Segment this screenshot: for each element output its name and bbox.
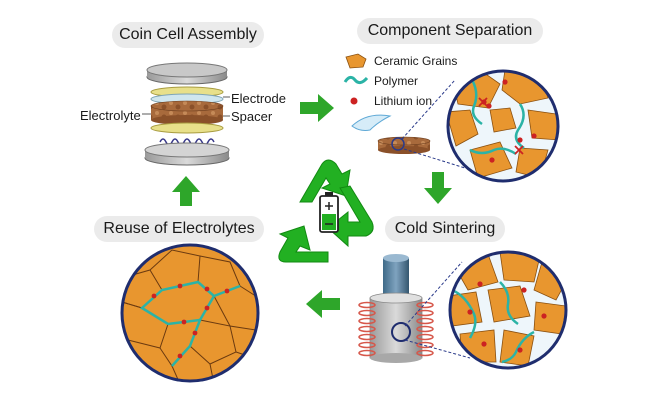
arrow-down-icon [424,172,452,204]
process-arrows [172,94,452,318]
stage-title-separation: Component Separation [357,18,543,44]
stage-title-assembly: Coin Cell Assembly [112,22,264,48]
arrow-right-icon [300,94,334,122]
stage-title-reuse: Reuse of Electrolytes [94,216,264,242]
legend-label-polymer: Polymer [374,74,419,88]
legend-icons [343,53,369,105]
label-electrolyte: Electrolyte [80,108,141,123]
coin-cell-stack [142,62,230,166]
label-electrode: Electrode [231,91,286,106]
stage-title-sintering: Cold Sintering [385,216,505,242]
arrow-up-icon [172,176,200,206]
legend-label-ceramic: Ceramic Grains [374,54,458,68]
legend-label-lithium: Lithium ion [374,94,433,108]
arrow-left-icon [306,290,340,318]
reused-electrolyte-disc [120,243,260,383]
recycle-battery-icon [278,159,374,263]
magnified-view-cold-sintering [448,250,568,370]
lithium-ion-icon [350,97,358,105]
polymer-icon [343,75,369,85]
magnified-view-separation [446,69,560,183]
separated-components [351,79,466,169]
label-spacer: Spacer [231,109,273,124]
cold-sintering-press [358,254,471,363]
ceramic-grain-icon [345,53,367,69]
